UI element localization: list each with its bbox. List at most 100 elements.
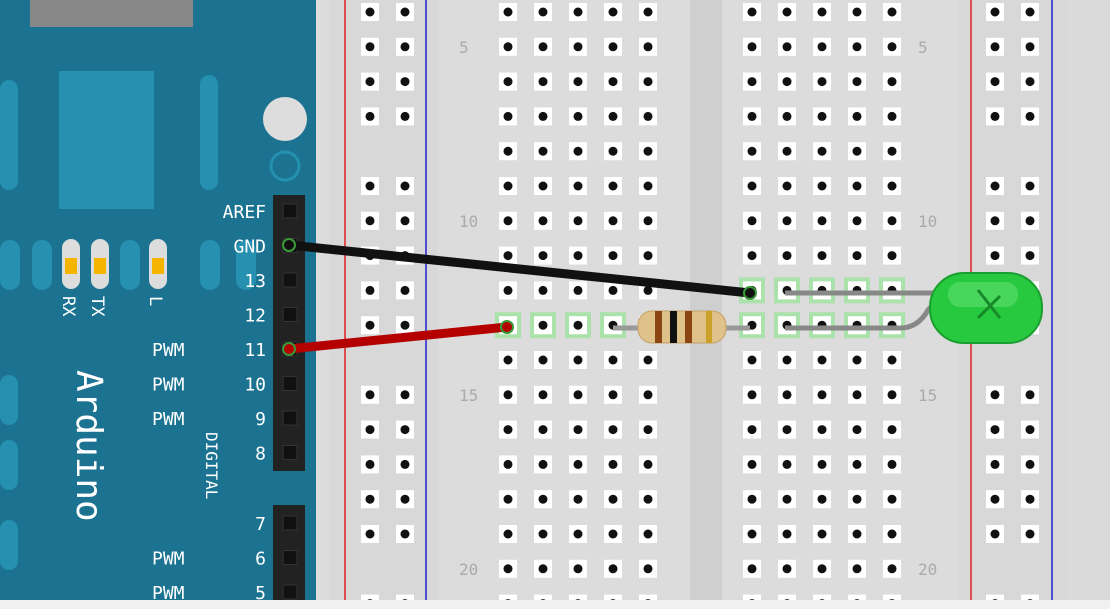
breadboard-hole[interactable] xyxy=(747,355,757,365)
breadboard-hole[interactable] xyxy=(782,459,792,469)
rail-hole[interactable] xyxy=(365,42,375,52)
breadboard-hole[interactable] xyxy=(538,251,548,261)
resistor[interactable] xyxy=(613,310,750,344)
breadboard-hole[interactable] xyxy=(887,529,897,539)
rail-hole[interactable] xyxy=(1025,77,1035,87)
breadboard-hole[interactable] xyxy=(747,42,757,52)
breadboard-hole[interactable] xyxy=(503,181,513,191)
rail-hole[interactable] xyxy=(400,494,410,504)
breadboard-hole[interactable] xyxy=(747,77,757,87)
breadboard-hole[interactable] xyxy=(782,529,792,539)
breadboard-hole[interactable] xyxy=(747,181,757,191)
breadboard-hole[interactable] xyxy=(608,216,618,226)
breadboard-hole[interactable] xyxy=(573,390,583,400)
rail-hole[interactable] xyxy=(365,425,375,435)
breadboard-hole[interactable] xyxy=(887,390,897,400)
header-pin[interactable] xyxy=(282,515,298,531)
breadboard-hole[interactable] xyxy=(643,42,653,52)
breadboard-hole[interactable] xyxy=(643,216,653,226)
rail-hole[interactable] xyxy=(990,181,1000,191)
breadboard-hole[interactable] xyxy=(643,459,653,469)
breadboard-hole[interactable] xyxy=(852,146,862,156)
breadboard-hole[interactable] xyxy=(573,459,583,469)
breadboard-hole[interactable] xyxy=(573,494,583,504)
rail-hole[interactable] xyxy=(400,7,410,17)
breadboard-hole[interactable] xyxy=(643,7,653,17)
breadboard-hole[interactable] xyxy=(608,146,618,156)
header-pin[interactable] xyxy=(282,584,298,600)
breadboard-hole[interactable] xyxy=(538,355,548,365)
breadboard-hole[interactable] xyxy=(573,425,583,435)
header-pin[interactable] xyxy=(282,307,298,322)
breadboard-hole[interactable] xyxy=(643,529,653,539)
breadboard-hole[interactable] xyxy=(538,459,548,469)
breadboard-hole[interactable] xyxy=(643,181,653,191)
breadboard-hole[interactable] xyxy=(643,494,653,504)
breadboard-hole[interactable] xyxy=(817,146,827,156)
breadboard-hole[interactable] xyxy=(573,146,583,156)
breadboard-hole[interactable] xyxy=(747,564,757,574)
breadboard-hole[interactable] xyxy=(852,355,862,365)
header-pin[interactable] xyxy=(282,376,298,391)
breadboard-hole[interactable] xyxy=(573,285,583,295)
breadboard-hole[interactable] xyxy=(817,181,827,191)
breadboard-hole[interactable] xyxy=(817,459,827,469)
breadboard-hole[interactable] xyxy=(538,7,548,17)
breadboard-hole[interactable] xyxy=(573,529,583,539)
breadboard-hole[interactable] xyxy=(643,285,653,295)
rail-hole[interactable] xyxy=(365,459,375,469)
breadboard-hole[interactable] xyxy=(503,459,513,469)
breadboard-hole[interactable] xyxy=(503,390,513,400)
breadboard-hole[interactable] xyxy=(503,285,513,295)
green-led[interactable] xyxy=(785,272,1043,344)
rail-hole[interactable] xyxy=(990,216,1000,226)
breadboard-hole[interactable] xyxy=(503,564,513,574)
breadboard-hole[interactable] xyxy=(503,355,513,365)
breadboard-hole[interactable] xyxy=(643,146,653,156)
breadboard-hole[interactable] xyxy=(573,355,583,365)
rail-hole[interactable] xyxy=(1025,494,1035,504)
rail-hole[interactable] xyxy=(1025,390,1035,400)
breadboard-hole[interactable] xyxy=(782,111,792,121)
breadboard-hole[interactable] xyxy=(573,251,583,261)
rail-hole[interactable] xyxy=(1025,7,1035,17)
breadboard-hole[interactable] xyxy=(887,42,897,52)
rail-hole[interactable] xyxy=(365,529,375,539)
rail-hole[interactable] xyxy=(990,425,1000,435)
breadboard-hole[interactable] xyxy=(538,425,548,435)
breadboard-hole[interactable] xyxy=(817,77,827,87)
breadboard-hole[interactable] xyxy=(817,529,827,539)
breadboard-hole[interactable] xyxy=(643,355,653,365)
rail-hole[interactable] xyxy=(400,390,410,400)
breadboard-hole[interactable] xyxy=(608,355,618,365)
rail-hole[interactable] xyxy=(400,181,410,191)
breadboard-hole[interactable] xyxy=(852,459,862,469)
rail-hole[interactable] xyxy=(1025,529,1035,539)
breadboard-hole[interactable] xyxy=(538,111,548,121)
breadboard-hole[interactable] xyxy=(852,111,862,121)
breadboard-hole[interactable] xyxy=(782,494,792,504)
breadboard-hole[interactable] xyxy=(573,77,583,87)
rail-hole[interactable] xyxy=(400,111,410,121)
rail-hole[interactable] xyxy=(365,77,375,87)
rail-hole[interactable] xyxy=(400,285,410,295)
breadboard-hole[interactable] xyxy=(852,564,862,574)
rail-hole[interactable] xyxy=(400,77,410,87)
breadboard-hole[interactable] xyxy=(503,425,513,435)
rail-hole[interactable] xyxy=(1025,425,1035,435)
breadboard-hole[interactable] xyxy=(573,181,583,191)
breadboard-hole[interactable] xyxy=(852,77,862,87)
rail-hole[interactable] xyxy=(990,494,1000,504)
rail-hole[interactable] xyxy=(365,285,375,295)
breadboard-hole[interactable] xyxy=(573,42,583,52)
rail-hole[interactable] xyxy=(365,111,375,121)
breadboard-hole[interactable] xyxy=(782,251,792,261)
breadboard-hole[interactable] xyxy=(887,146,897,156)
breadboard-hole[interactable] xyxy=(747,494,757,504)
breadboard-hole[interactable] xyxy=(503,251,513,261)
rail-hole[interactable] xyxy=(990,459,1000,469)
breadboard-hole[interactable] xyxy=(538,494,548,504)
breadboard-hole[interactable] xyxy=(782,216,792,226)
rail-hole[interactable] xyxy=(365,320,375,330)
breadboard-hole[interactable] xyxy=(782,42,792,52)
